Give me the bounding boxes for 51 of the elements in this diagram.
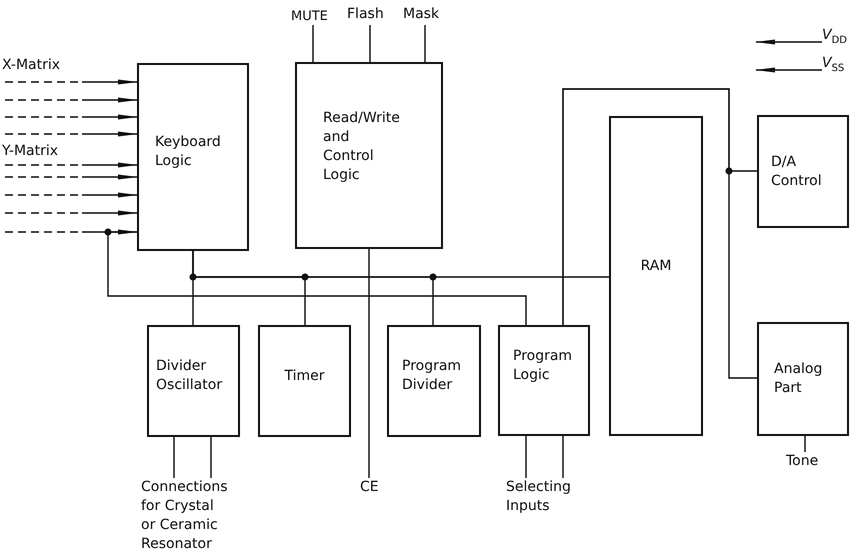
signal-label: MUTE <box>291 8 328 26</box>
signal-label: Y-Matrix <box>2 144 58 158</box>
connector-line <box>173 437 175 478</box>
arrow <box>755 40 822 44</box>
block-box <box>137 63 249 251</box>
block-box <box>498 325 590 436</box>
signal-label: Connections for Crystal or Ceramic Resonator <box>141 478 229 554</box>
block-label: Program Divider <box>402 357 462 395</box>
arrow <box>5 98 138 102</box>
arrow <box>5 114 138 120</box>
signal-label: Tone <box>786 452 818 471</box>
signal-label: CE <box>360 478 379 497</box>
connector-line <box>368 249 370 478</box>
connector-line <box>424 25 426 62</box>
arrow <box>5 192 138 198</box>
signal-label: X-Matrix <box>2 58 60 72</box>
arrow <box>5 210 138 216</box>
signal-label: Flash <box>347 5 384 24</box>
block-box <box>757 322 849 436</box>
block-label: Read/Write and Control Logic <box>323 108 401 184</box>
block-label: D/A Control <box>771 152 823 190</box>
block-box <box>387 325 481 437</box>
block-box <box>295 62 443 249</box>
connector-line <box>192 251 434 325</box>
arrow <box>5 80 138 84</box>
connector-line <box>312 25 314 62</box>
connector-line <box>804 436 806 452</box>
arrow <box>5 132 138 136</box>
signal-label: V$_{DD}$ <box>822 26 847 48</box>
signal-label: Mask <box>403 5 440 24</box>
block-label: Program Logic <box>513 346 574 384</box>
connector-line <box>562 436 564 478</box>
block-box <box>757 115 849 228</box>
block-label: Divider Oscillator <box>156 357 224 395</box>
block-label: Keyboard Logic <box>155 133 222 171</box>
block-box <box>258 325 351 437</box>
connector-line <box>562 88 757 379</box>
connector-line <box>210 437 212 478</box>
block-label: RAM <box>640 256 672 276</box>
arrow <box>755 68 822 72</box>
connector-line <box>525 436 527 478</box>
connector-line <box>369 25 371 62</box>
arrow <box>5 174 138 180</box>
signal-label: Selecting Inputs <box>506 478 572 516</box>
signal-label: V$_{SS}$ <box>822 54 844 76</box>
block-box <box>147 325 240 437</box>
connector-line <box>107 231 527 325</box>
block-label: Timer <box>284 366 325 386</box>
arrow <box>5 162 138 168</box>
block-label: Analog Part <box>774 360 824 398</box>
block-box <box>609 116 703 436</box>
